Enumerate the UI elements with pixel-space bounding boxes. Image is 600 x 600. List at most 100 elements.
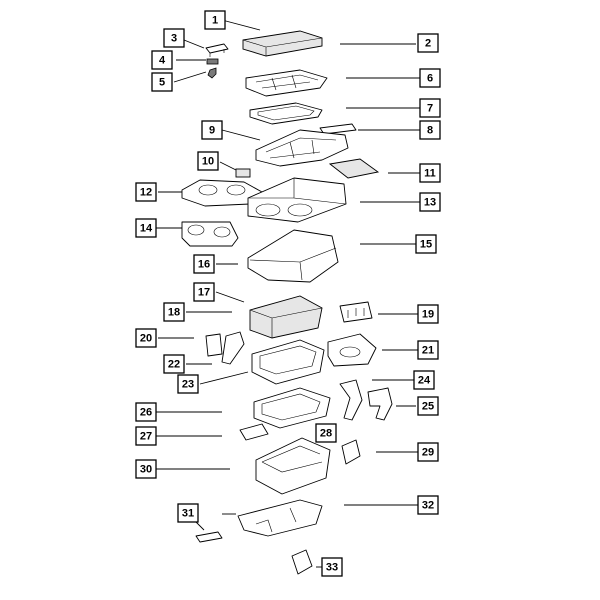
callout-19: 19 (417, 304, 439, 324)
callout-box (419, 120, 441, 140)
callout-21: 21 (417, 340, 439, 360)
callout-number: 15 (420, 239, 432, 251)
callout-6: 6 (419, 68, 441, 88)
callout-box (415, 234, 437, 254)
callout-box (321, 557, 343, 577)
callout-number: 21 (422, 345, 434, 357)
callout-box (413, 370, 435, 390)
callout-number: 23 (182, 379, 194, 391)
callout-number: 8 (427, 125, 433, 137)
callout-box (163, 28, 185, 48)
callout-12: 12 (135, 182, 157, 202)
callout-number: 19 (422, 309, 434, 321)
callout-box (197, 151, 219, 171)
callout-number: 14 (140, 223, 153, 235)
callout-box (193, 254, 215, 274)
part-18-cushion (249, 295, 323, 339)
callout-number: 28 (320, 428, 332, 440)
callout-box (419, 68, 441, 88)
callout-number: 27 (140, 431, 152, 443)
callout-box (315, 423, 337, 443)
part-27-latch (239, 423, 269, 441)
part-5-spring (207, 67, 217, 79)
callout-14: 14 (135, 218, 157, 238)
callout-number: 10 (202, 156, 214, 168)
part-16-base-shell (247, 229, 339, 283)
part-13-storage-bin (247, 177, 347, 223)
part-30-base-tub (255, 437, 331, 495)
part-24-hinge (339, 379, 363, 421)
callout-number: 22 (168, 359, 180, 371)
callout-number: 33 (326, 562, 338, 574)
callout-number: 7 (427, 103, 433, 115)
callout-number: 12 (140, 187, 152, 199)
callout-15: 15 (415, 234, 437, 254)
part-33-clip (291, 549, 313, 575)
part-14-cup-inserts (181, 221, 239, 247)
part-10-plug (235, 168, 251, 178)
callout-number: 29 (422, 447, 434, 459)
callout-box (417, 33, 439, 53)
callout-17: 17 (193, 282, 215, 302)
callout-28: 28 (315, 423, 337, 443)
part-32-base-bracket (237, 499, 323, 537)
callout-box (417, 396, 439, 416)
callout-box (417, 495, 439, 515)
callout-box (135, 402, 157, 422)
callout-number: 3 (171, 33, 177, 45)
callout-number: 11 (424, 168, 436, 180)
callout-number: 5 (159, 77, 165, 89)
callout-3: 3 (163, 28, 185, 48)
callout-box (193, 282, 215, 302)
callout-33: 33 (321, 557, 343, 577)
part-21-cup-module (327, 333, 377, 367)
part-29-bracket (341, 439, 361, 465)
callout-20: 20 (135, 328, 157, 348)
callout-22: 22 (163, 354, 185, 374)
part-11-mat (328, 158, 380, 179)
callout-box (419, 192, 441, 212)
callout-4: 4 (151, 50, 173, 70)
part-9-bin-top (255, 129, 349, 167)
part-4-clip (206, 58, 219, 65)
callout-number: 16 (198, 259, 210, 271)
callout-number: 20 (140, 333, 152, 345)
part-drawings (181, 30, 393, 575)
callout-box (201, 120, 223, 140)
part-22-hinge (221, 331, 245, 365)
callout-number: 6 (427, 73, 433, 85)
callout-2: 2 (417, 33, 439, 53)
callout-number: 30 (140, 464, 152, 476)
part-25-hinge-bracket (367, 387, 393, 421)
callout-29: 29 (417, 442, 439, 462)
part-23-tray (251, 339, 325, 385)
callout-30: 30 (135, 459, 157, 479)
callout-27: 27 (135, 426, 157, 446)
callout-box (135, 328, 157, 348)
part-7-frame (249, 102, 323, 125)
callout-box (135, 426, 157, 446)
part-31-handle (195, 531, 223, 543)
callout-number: 31 (182, 508, 194, 520)
callout-number: 4 (159, 55, 166, 67)
part-26-frame (253, 387, 331, 429)
callout-box (177, 503, 199, 523)
callout-13: 13 (419, 192, 441, 212)
callout-number: 24 (418, 375, 431, 387)
callout-25: 25 (417, 396, 439, 416)
callout-box (135, 459, 157, 479)
callout-box (419, 163, 441, 183)
callout-box (151, 72, 173, 92)
part-3-latch (205, 43, 229, 57)
callout-9: 9 (201, 120, 223, 140)
callout-24: 24 (413, 370, 435, 390)
part-2-lid (242, 30, 323, 57)
callout-18: 18 (163, 302, 185, 322)
part-6-lid-panel (245, 69, 328, 97)
callout-box (135, 182, 157, 202)
callout-5: 5 (151, 72, 173, 92)
callout-number: 18 (168, 307, 180, 319)
callout-number: 32 (422, 500, 434, 512)
callout-box (177, 374, 199, 394)
